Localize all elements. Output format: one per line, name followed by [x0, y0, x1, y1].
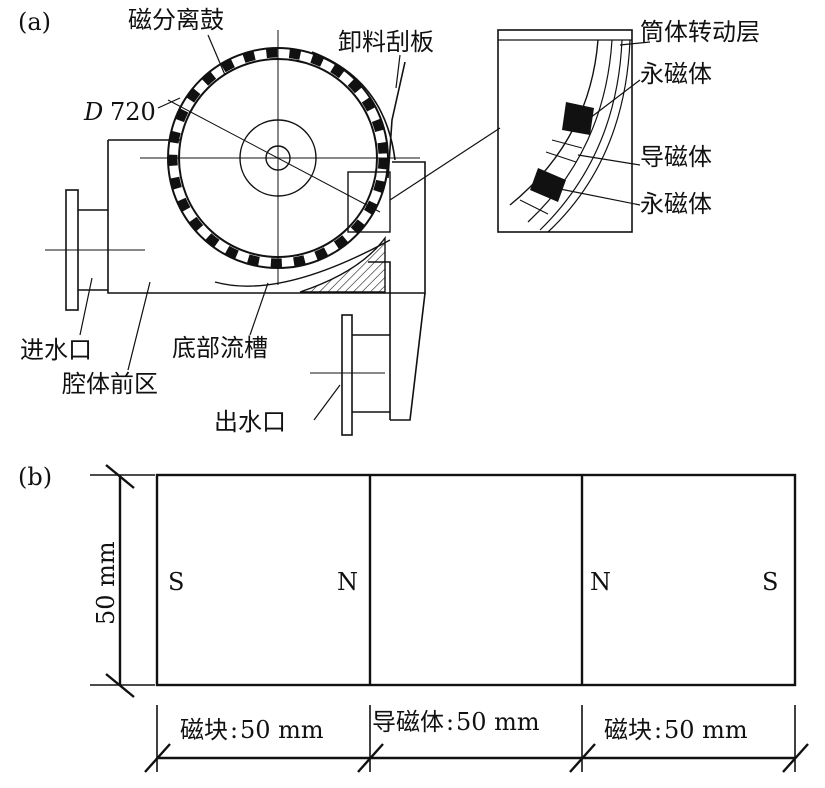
magnet-strip-outline [155, 473, 797, 687]
detail-frame [497, 29, 633, 233]
detail-marker [347, 171, 391, 233]
segment-2-size: 50 mm [456, 708, 540, 736]
diameter-value: 720 [110, 98, 156, 126]
inlet-pipe [45, 189, 145, 311]
segment-1-sep: : [230, 716, 238, 744]
diameter-leader [157, 97, 181, 109]
outlet-label: 出水口 [214, 408, 286, 436]
magnet-label-2: 永磁体 [640, 190, 712, 218]
front-chamber-leader [127, 281, 151, 371]
inlet-leader [79, 277, 93, 336]
segment-3-label: 磁块 : 50 mm [604, 716, 748, 744]
channel-curve [214, 239, 391, 287]
segment-2-sep: : [446, 708, 454, 736]
panel-b: (b) S N N S 50 mm 磁块 [18, 463, 809, 773]
drum-label: 磁分离鼓 [128, 6, 224, 34]
segment-3-sep: : [654, 716, 662, 744]
detail-leader [389, 127, 501, 201]
conductor-label: 导磁体 [640, 143, 712, 171]
pole-4: S [762, 568, 778, 596]
outlet-leader [313, 384, 341, 421]
separation-drum [140, 30, 420, 285]
height-dimension [90, 464, 155, 698]
scraper-label: 卸料刮板 [338, 28, 434, 56]
outlet-pipe [310, 314, 390, 436]
scraper-leader [395, 54, 401, 89]
drum-housing-arc [311, 51, 396, 161]
segment-2-label: 导磁体 : 50 mm [372, 708, 540, 736]
inlet-label: 进水口 [20, 336, 92, 364]
panel-a-label: (a) [18, 8, 51, 36]
front-chamber-label: 腔体前区 [62, 370, 158, 398]
drum-leader [207, 34, 226, 76]
detail-inset [497, 29, 651, 233]
magnet-block-1 [562, 102, 594, 135]
bottom-channel-label: 底部流槽 [172, 334, 268, 362]
pole-1: S [168, 568, 184, 596]
magnet-block-2 [530, 168, 566, 202]
panel-b-label: (b) [18, 463, 52, 491]
segment-3-name: 磁块 [604, 716, 652, 744]
shell-layer-label: 筒体转动层 [640, 18, 760, 46]
pole-2: N [337, 568, 358, 596]
pole-3: N [590, 568, 611, 596]
panel-a: (a) [18, 6, 760, 436]
segment-1-label: 磁块 : 50 mm [180, 716, 324, 744]
bottom-channel-leader [249, 282, 269, 336]
bottom-channel-hatch [299, 235, 386, 293]
magnet-label-1: 永磁体 [640, 60, 712, 88]
diameter-line [167, 99, 381, 213]
height-dimension-label: 50 mm [92, 541, 120, 625]
width-dimension [144, 705, 809, 773]
segment-1-size: 50 mm [240, 716, 324, 744]
scraper-blade [387, 61, 406, 179]
segment-1-name: 磁块 [180, 716, 228, 744]
diameter-prefix: D [83, 98, 103, 126]
segment-2-name: 导磁体 [372, 708, 444, 736]
segment-3-size: 50 mm [664, 716, 748, 744]
